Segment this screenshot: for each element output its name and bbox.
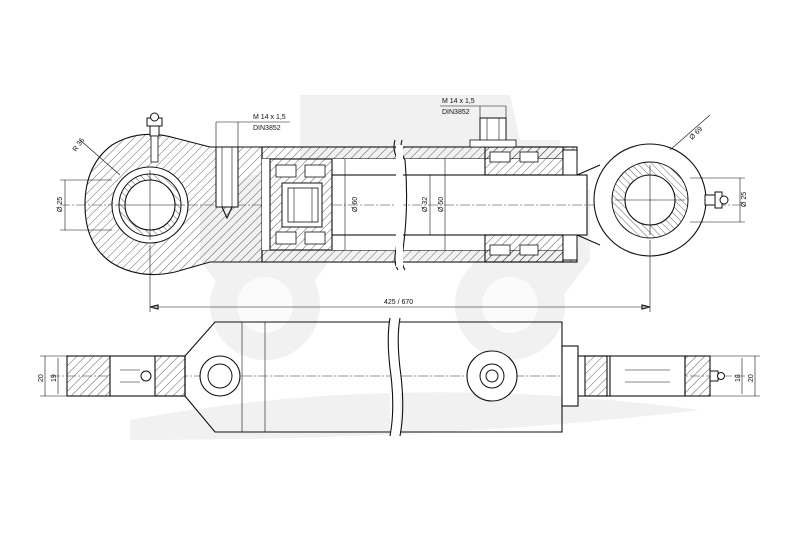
dim-total-length: 425 / 670 (384, 299, 413, 306)
dim-left-inner: 19 (51, 374, 58, 382)
section-view: Ø 25 R 36 M 14 x 1,5 DIN3852 M 14 x 1,5 … (57, 98, 748, 312)
dim-right-outer: 20 (748, 374, 755, 382)
grease-nipple-left-icon (146, 112, 163, 163)
side-view: 20 19 18 20 (38, 317, 760, 437)
dim-radius-right: Ø 69 (688, 126, 704, 142)
dim-radius-left: R 36 (72, 137, 86, 153)
dim-rod-32: Ø 32 (422, 197, 429, 212)
port-left-std: DIN3852 (253, 125, 281, 132)
dim-left-eye: Ø 25 (57, 197, 64, 212)
port-right-std: DIN3852 (442, 109, 470, 116)
dim-bore-60: Ø 60 (352, 197, 359, 212)
dim-right-inner: 18 (735, 374, 742, 382)
dim-right-eye: Ø 25 (741, 192, 748, 207)
dim-piston-50: Ø 50 (438, 197, 445, 212)
port-right-thread: M 14 x 1,5 (442, 98, 475, 105)
port-left-thread: M 14 x 1,5 (253, 114, 286, 121)
dim-left-outer: 20 (38, 374, 45, 382)
grease-nipple-right-icon (704, 191, 729, 209)
cylinder-body-side (184, 321, 563, 433)
